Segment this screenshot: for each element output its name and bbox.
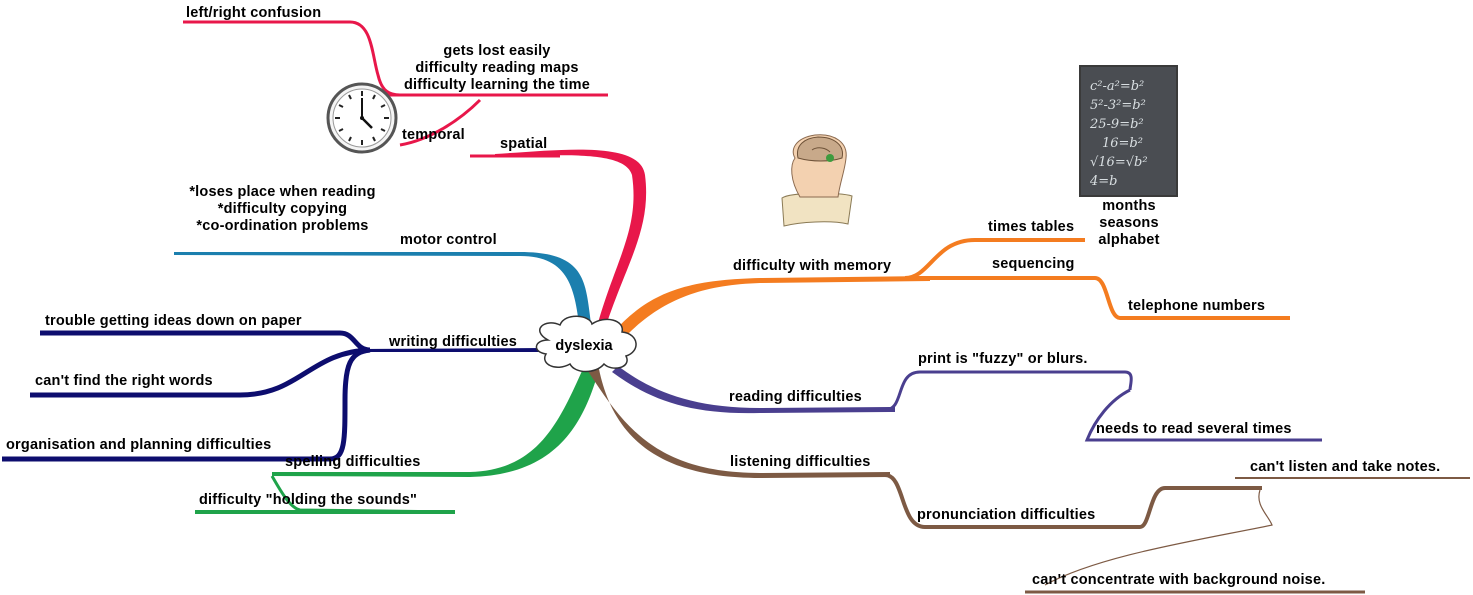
reading-fuzzy-line xyxy=(884,370,1133,412)
branch-label-reading: reading difficulties xyxy=(729,389,862,405)
chalkboard-line: 4=b xyxy=(1089,174,1118,189)
times-tables-items: months seasons alphabet xyxy=(1088,198,1170,249)
motor-detail-1: *difficulty copying xyxy=(217,201,348,217)
motor-detail-2: *co-ordination problems xyxy=(196,218,369,234)
branch-label-temporal: temporal xyxy=(402,127,465,143)
times-item-1: seasons xyxy=(1099,215,1159,231)
chalkboard-line: c²-a²=b² xyxy=(1090,79,1144,94)
spelling-detail-0: difficulty "holding the sounds" xyxy=(199,492,418,508)
listening-detail-1: can't concentrate with background noise. xyxy=(1032,572,1326,588)
branch-writing xyxy=(360,348,545,352)
branch-label-writing: writing difficulties xyxy=(389,334,518,350)
listening-sub-label: pronunciation difficulties xyxy=(917,507,1096,523)
branch-label-spelling: spelling difficulties xyxy=(285,454,421,470)
leftright-line xyxy=(183,20,401,97)
chalkboard-line: 16=b² xyxy=(1102,136,1143,151)
spatial-detail-0: gets lost easily xyxy=(443,43,551,59)
temporal-line xyxy=(399,98,482,147)
chalkboard-line: √16=√b² xyxy=(1090,155,1148,170)
times-item-2: alphabet xyxy=(1098,232,1160,248)
branch-label-motor: motor control xyxy=(400,232,497,248)
spatial-detail-1: difficulty reading maps xyxy=(415,60,579,76)
branch-reading xyxy=(612,366,895,414)
writing-detail-1: can't find the right words xyxy=(35,373,213,389)
reading-detail-0: print is "fuzzy" or blurs. xyxy=(918,351,1088,367)
memory-detail-2: telephone numbers xyxy=(1128,298,1266,314)
writing-words-line xyxy=(30,347,371,398)
memory-detail-1: sequencing xyxy=(992,256,1075,272)
branch-label-memory: difficulty with memory xyxy=(733,258,892,274)
writing-ideas-line xyxy=(40,330,371,353)
memory-detail-0: times tables xyxy=(988,219,1075,235)
motor-details: *loses place when reading *difficulty co… xyxy=(170,184,395,235)
branch-spatial xyxy=(495,149,647,332)
listening-detail-0: can't listen and take notes. xyxy=(1250,459,1441,475)
reading-detail-1: needs to read several times xyxy=(1096,421,1292,437)
writing-detail-0: trouble getting ideas down on paper xyxy=(45,313,302,329)
spatial-details: gets lost easily difficulty reading maps… xyxy=(392,43,602,94)
branch-label-spatial: spatial xyxy=(500,136,548,152)
times-item-0: months xyxy=(1102,198,1156,214)
center-topic: dyslexia xyxy=(555,338,613,354)
writing-planning-line xyxy=(2,347,371,462)
branch-label-listening: listening difficulties xyxy=(730,454,871,470)
memory-seq-line xyxy=(905,276,1290,320)
branch-motor xyxy=(174,252,592,332)
chalkboard-line: 25-9=b² xyxy=(1089,117,1144,132)
chalkboard-icon: c²-a²=b² 5²-3²=b² 25-9=b² 16=b² √16=√b² 4=b xyxy=(1079,65,1178,197)
branch-memory xyxy=(612,276,930,340)
listening-pron-line xyxy=(884,473,1262,529)
chalkboard-line: 5²-3²=b² xyxy=(1090,98,1146,113)
brain-head-icon xyxy=(781,134,853,227)
motor-detail-0: *loses place when reading xyxy=(189,184,376,200)
writing-detail-2: organisation and planning difficulties xyxy=(6,437,272,453)
temporal-detail-0: left/right confusion xyxy=(186,5,322,21)
spatial-detail-2: difficulty learning the time xyxy=(403,77,591,93)
listening-noise-link xyxy=(1044,489,1273,586)
clock-icon xyxy=(326,82,398,154)
cloud-icon xyxy=(535,315,637,373)
spelling-detail-line xyxy=(270,475,456,514)
reading-several-line xyxy=(1084,388,1322,442)
